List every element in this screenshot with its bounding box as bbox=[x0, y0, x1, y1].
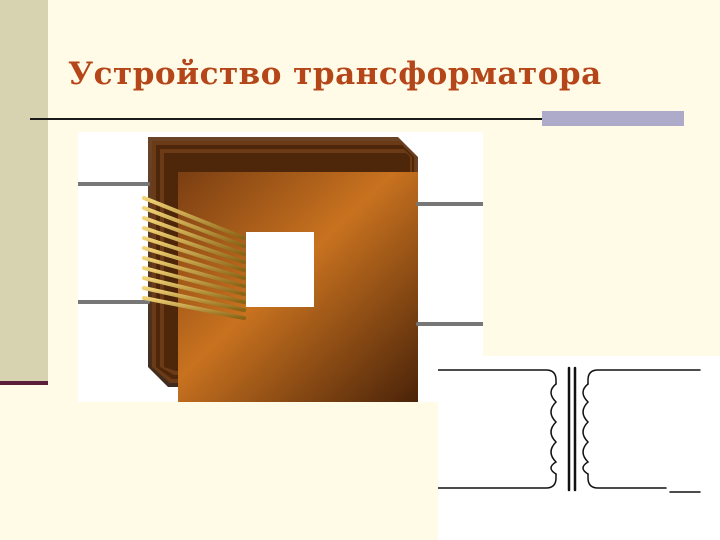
decorative-side-band bbox=[0, 0, 48, 381]
core-front bbox=[178, 172, 418, 402]
primary-winding bbox=[142, 196, 246, 320]
primary-leads bbox=[78, 182, 150, 304]
transformer-drawing bbox=[78, 137, 483, 402]
title-accent-bar bbox=[542, 111, 684, 126]
transformer-schematic bbox=[438, 356, 720, 540]
secondary-leads bbox=[416, 202, 483, 326]
secondary-winding bbox=[314, 240, 412, 314]
slide-title: Устройство трансформатора bbox=[68, 56, 602, 92]
title-underline bbox=[30, 118, 542, 120]
transformer-illustration bbox=[78, 132, 483, 402]
decorative-side-line bbox=[0, 381, 48, 385]
schematic-drawing bbox=[438, 366, 701, 493]
